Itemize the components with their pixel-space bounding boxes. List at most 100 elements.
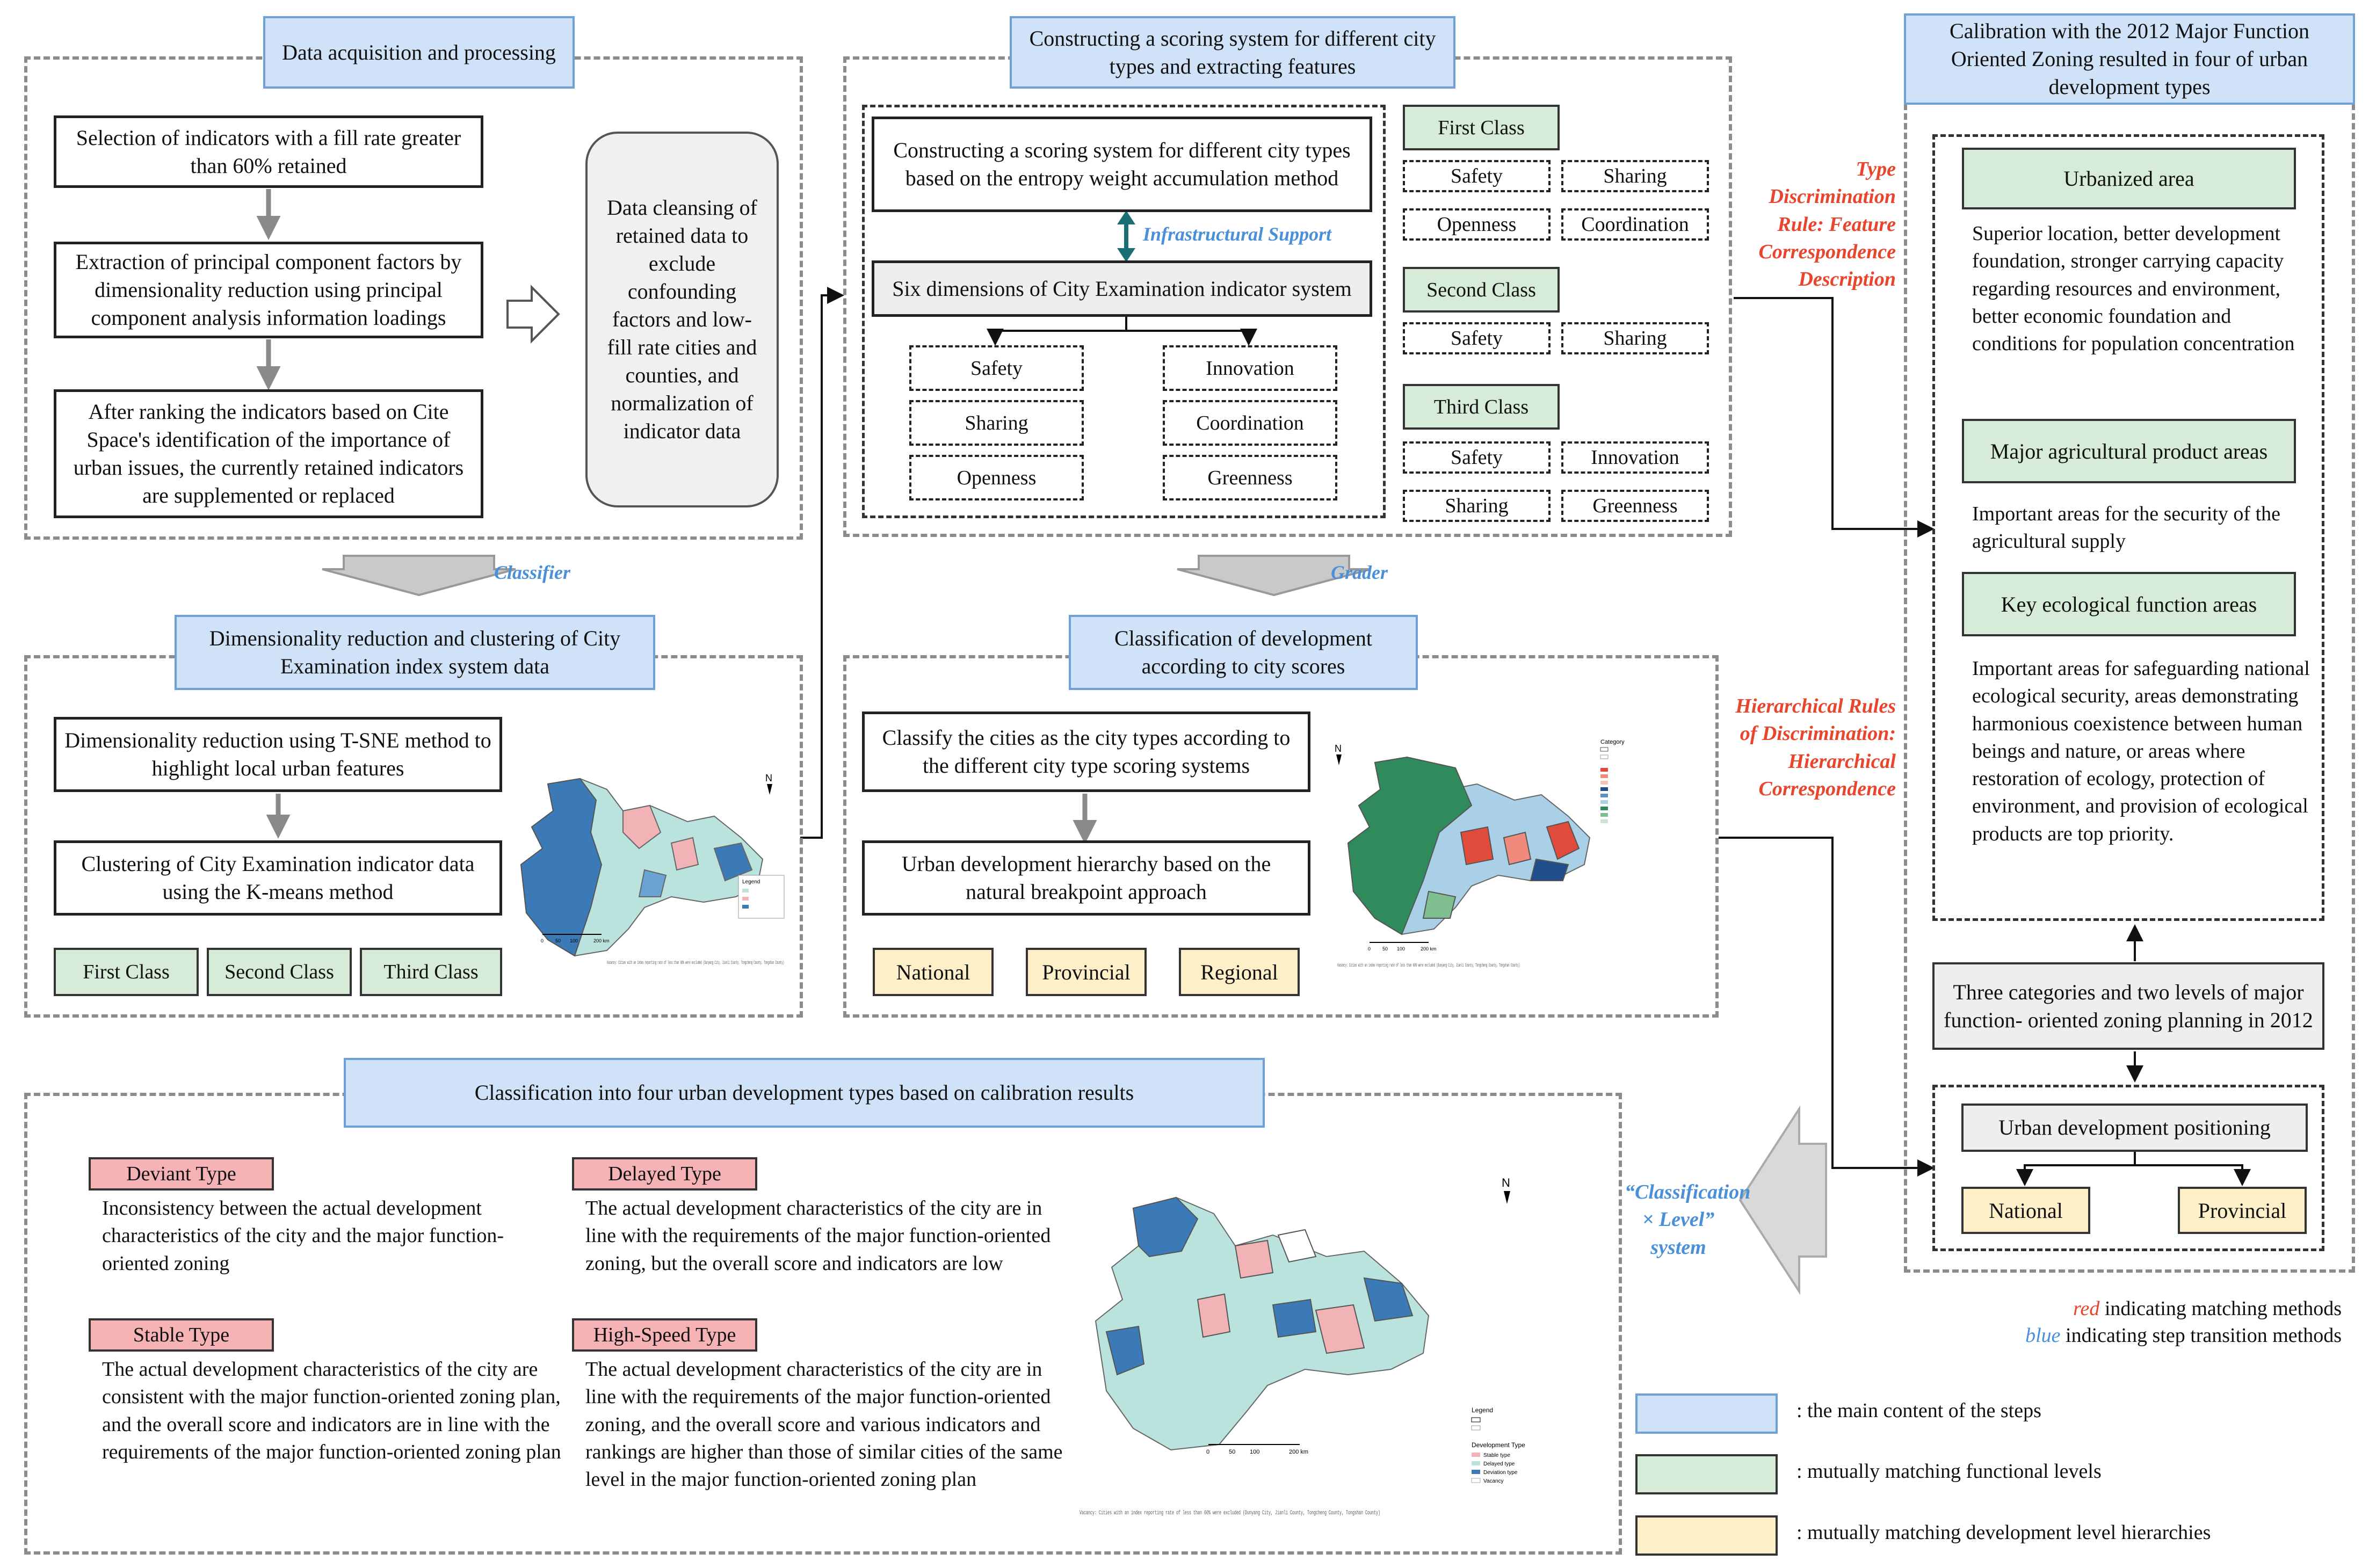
- second-item-safety: Safety: [1403, 322, 1551, 354]
- type-discrimination-rule: Type Discrimination Rule: Feature Corres…: [1758, 158, 1896, 291]
- s3-title: Calibration with the 2012 Major Function…: [1904, 13, 2355, 105]
- third-item-greenness: Greenness: [1561, 490, 1709, 522]
- s3-national: National: [1961, 1187, 2090, 1234]
- infra-support-label: Infrastructural Support: [1143, 223, 1332, 245]
- s3-urban-positioning: Urban development positioning: [1961, 1104, 2308, 1152]
- type-delayed: Delayed Type: [572, 1157, 757, 1190]
- zone-ecological: Key ecological function areas: [1962, 572, 2296, 636]
- s1-box-selection: Selection of indicators with a fill rate…: [54, 115, 483, 188]
- map3-legend-vacancy: Vacancy: [1483, 1478, 1504, 1484]
- map3-legend-deviation: Deviation type: [1483, 1470, 1518, 1476]
- s2-inner-dashed: [862, 105, 1386, 518]
- legend-blue-rest: indicating step transition methods: [2060, 1324, 2342, 1347]
- s4-cluster-map: N Legend 0 50 100 200 km Vacancy: Cities…: [520, 773, 785, 966]
- dim-innovation: Innovation: [1163, 345, 1337, 391]
- first-item-coordination: Coordination: [1561, 208, 1709, 241]
- map3-vacancy-note: Vacancy: Cities with an index reporting …: [1080, 1510, 1380, 1516]
- type-deviant: Deviant Type: [89, 1157, 274, 1190]
- s1-title: Data acquisition and processing: [263, 16, 575, 89]
- legend-red-rest: indicating matching methods: [2099, 1297, 2342, 1320]
- dim-coordination: Coordination: [1163, 400, 1337, 446]
- s5-title: Classification of development according …: [1069, 615, 1418, 690]
- map3-scale-0: 0: [1206, 1449, 1209, 1455]
- map1-vacancy-note: Vacancy: Cities with an index reporting …: [607, 960, 784, 966]
- legend-red-word: red: [2073, 1297, 2100, 1320]
- legend-swatch-green: [1635, 1454, 1778, 1494]
- legend-blue-word: blue: [2025, 1324, 2061, 1347]
- legend-item-steps: : the main content of the steps: [1796, 1399, 2041, 1422]
- s5-grade-map: N Category 0 50 100 200 km Vacancy: Citi…: [1335, 739, 1625, 968]
- classification-level-system-label: “Classification × Level” system: [1625, 1181, 1751, 1259]
- left-arrow-system: [1738, 1105, 1827, 1295]
- type-stable-desc: The actual development characteristics o…: [102, 1358, 561, 1463]
- s2-third-class: Third Class: [1403, 384, 1560, 430]
- map3-scale-50: 50: [1229, 1449, 1235, 1455]
- third-item-sharing: Sharing: [1403, 490, 1551, 522]
- first-item-openness: Openness: [1403, 208, 1551, 241]
- s5-national: National: [873, 948, 994, 996]
- s4-title: Dimensionality reduction and clustering …: [175, 615, 655, 690]
- third-item-innovation: Innovation: [1561, 441, 1709, 474]
- hierarchical-rule: Hierarchical Rules of Discrimination: Hi…: [1735, 695, 1896, 800]
- s5-box-classify: Classify the cities as the city types ac…: [862, 712, 1310, 792]
- s2-first-class: First Class: [1403, 105, 1560, 150]
- s1-cleansing-box: Data cleansing of retained data to exclu…: [585, 132, 779, 507]
- map1-scale-50: 50: [555, 938, 561, 943]
- s5-regional: Regional: [1179, 948, 1300, 996]
- hollow-arrow-cleansing: [506, 285, 560, 344]
- map3-north: N: [1502, 1176, 1510, 1189]
- s4-second-class: Second Class: [207, 948, 352, 996]
- arrow-s4-to-s2: [800, 287, 844, 839]
- s3-provincial: Provincial: [2178, 1187, 2307, 1234]
- s6-type-map: N Legend Development Type Stable type De…: [1080, 1176, 1549, 1516]
- classifier-label: Classifier: [494, 562, 571, 583]
- map1-scale-200: 200 km: [593, 938, 610, 943]
- s1-box-extraction: Extraction of principal component factor…: [54, 242, 483, 338]
- s4-box-kmeans: Clustering of City Examination indicator…: [54, 840, 502, 916]
- dim-safety: Safety: [909, 345, 1084, 391]
- s1-box-ranking: After ranking the indicators based on Ci…: [54, 389, 483, 518]
- legend-blue-line: blue indicating step transition methods: [1912, 1324, 2342, 1351]
- map2-scale-50: 50: [1382, 946, 1388, 952]
- type-stable: Stable Type: [89, 1318, 274, 1352]
- map2-scale-0: 0: [1368, 946, 1371, 952]
- third-item-safety: Safety: [1403, 441, 1551, 474]
- zone-urbanized: Urbanized area: [1962, 148, 2296, 209]
- type-high-speed: High-Speed Type: [572, 1318, 757, 1352]
- down-arrow-grader: [1177, 555, 1371, 597]
- type-delayed-desc: The actual development characteristics o…: [585, 1197, 1051, 1275]
- legend-swatch-yellow: [1635, 1515, 1778, 1556]
- map3-scale-100: 100: [1250, 1449, 1259, 1455]
- type-deviant-desc: Inconsistency between the actual develop…: [102, 1197, 504, 1275]
- legend-swatch-blue: [1635, 1393, 1778, 1434]
- grader-label: Grader: [1331, 562, 1388, 583]
- s5-box-breakpoint: Urban development hierarchy based on the…: [862, 840, 1310, 916]
- s3-positioning-box: [1932, 1085, 2324, 1251]
- dim-greenness: Greenness: [1163, 455, 1337, 500]
- map2-north: N: [1335, 743, 1342, 754]
- dim-openness: Openness: [909, 455, 1084, 500]
- map3-dev-legend-title: Development Type: [1472, 1441, 1525, 1449]
- map3-legend-delayed: Delayed type: [1483, 1461, 1515, 1467]
- down-arrow-classifier: [322, 555, 516, 597]
- arrow-s2-to-s3: [1734, 297, 1935, 538]
- second-item-sharing: Sharing: [1561, 322, 1709, 354]
- legend-red-line: red indicating matching methods: [1912, 1297, 2342, 1324]
- s3-three-categories: Three categories and two levels of major…: [1932, 962, 2324, 1050]
- first-item-sharing: Sharing: [1561, 160, 1709, 192]
- map1-scale-100: 100: [570, 938, 578, 943]
- s4-third-class: Third Class: [360, 948, 502, 996]
- zone-urbanized-desc: Superior location, better development fo…: [1972, 222, 2295, 355]
- map3-scale-200: 200 km: [1289, 1449, 1308, 1455]
- s3-zones-box: [1932, 134, 2324, 921]
- map2-category-title: Category: [1600, 739, 1625, 745]
- s5-provincial: Provincial: [1026, 948, 1147, 996]
- zone-agricultural-desc: Important areas for the security of the …: [1972, 503, 2280, 553]
- map1-legend-title: Legend: [742, 879, 760, 885]
- map2-vacancy-note: Vacancy: Cities with an index reporting …: [1337, 963, 1520, 968]
- map3-legend-title: Legend: [1472, 1406, 1493, 1414]
- map2-scale-200: 200 km: [1421, 946, 1437, 952]
- dim-sharing: Sharing: [909, 400, 1084, 446]
- s2-second-class: Second Class: [1403, 267, 1560, 313]
